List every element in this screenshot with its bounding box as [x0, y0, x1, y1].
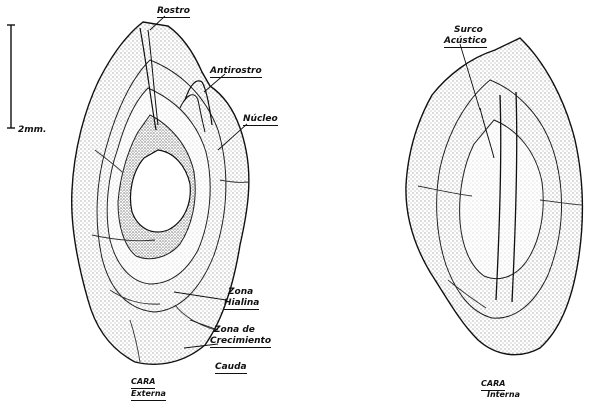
label-surco-2: Acústico [444, 36, 487, 48]
label-cauda: Cauda [215, 362, 247, 374]
label-surco-1: Surco [454, 25, 483, 35]
label-zona-crecimiento-2: Crecimiento [210, 336, 271, 348]
label-rostro: Rostro [157, 6, 190, 18]
label-zona-hialina-1: Zona [228, 287, 253, 297]
caption-internal-line2: Interna [487, 390, 520, 400]
label-antirostro: Antirostro [210, 66, 262, 78]
scale-label: 2mm. [18, 125, 46, 135]
label-zona-crecimiento-1: Zona de [214, 325, 255, 335]
caption-external-line2: Externa [131, 389, 166, 401]
label-nucleo: Núcleo [243, 114, 278, 126]
label-zona-hialina-2: Hialina [224, 298, 259, 310]
otolith-internal-face [406, 38, 583, 355]
caption-external-line1: CARA [131, 377, 155, 389]
scale-bar [7, 25, 15, 128]
